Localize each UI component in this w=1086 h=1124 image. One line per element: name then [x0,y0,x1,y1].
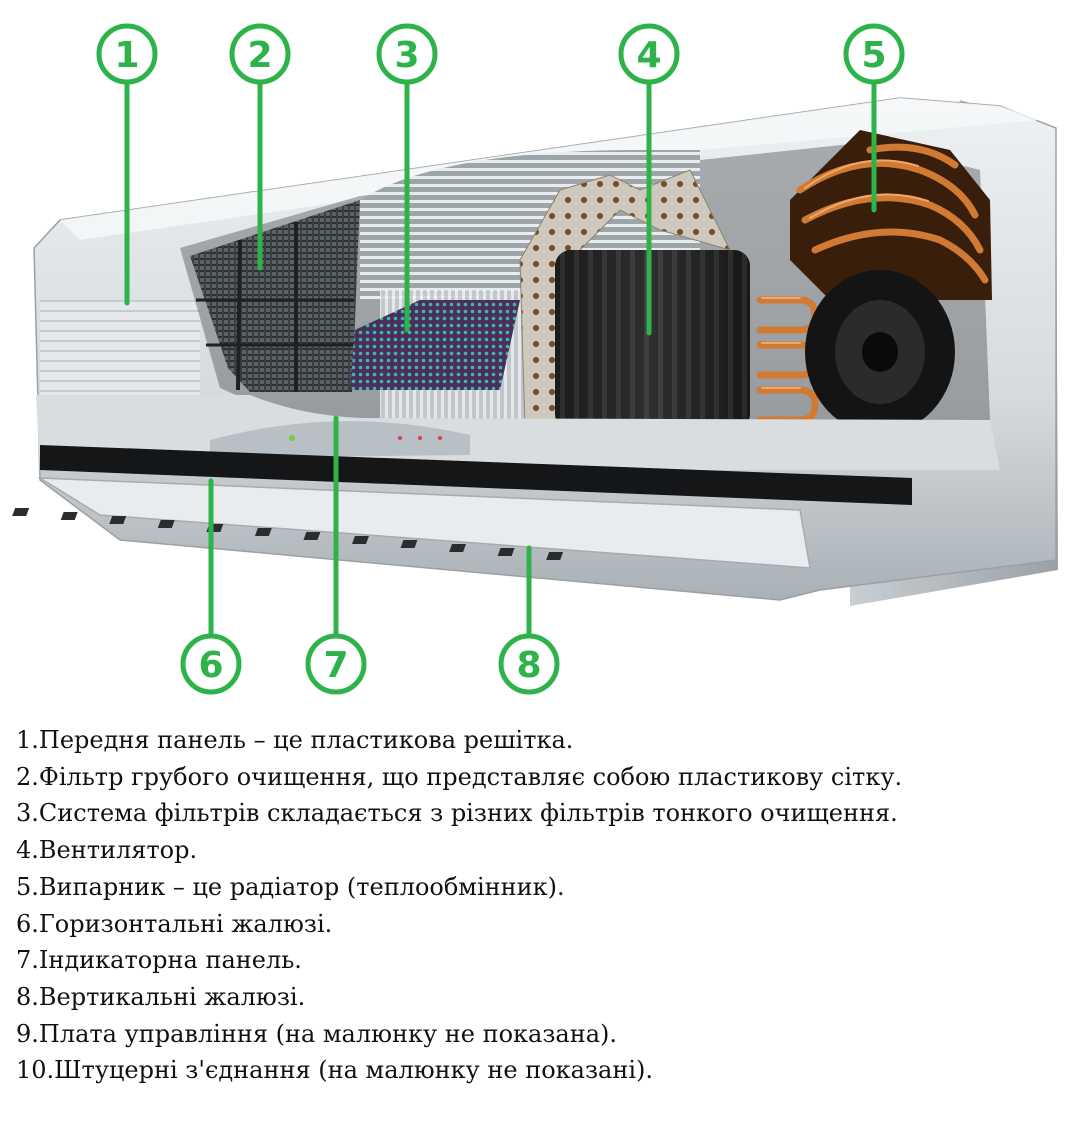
legend-item: 7.Індикаторна панель. [16,946,302,975]
callout-7-label: 7 [323,645,348,686]
legend-item: 10.Штуцерні з'єднання (на малюнку не пок… [16,1056,654,1085]
legend-item: 9.Плата управління (на малюнку не показа… [16,1019,618,1048]
callout-2: 2 [229,23,291,85]
legend-item: 1.Передня панель – це пластикова решітка… [16,726,574,754]
air-conditioner-diagram: 1 2 3 4 5 6 7 8 [12,23,1058,695]
callout-1-label: 1 [114,35,139,76]
callout-1: 1 [96,23,158,85]
legend-item: 2.Фільтр грубого очищення, що представля… [16,762,903,791]
callout-3: 3 [376,23,438,85]
callout-6: 6 [180,633,242,695]
horizontal-louver [37,477,811,569]
indicator-panel [210,421,470,458]
callout-2-label: 2 [247,35,272,76]
callout-7: 7 [305,633,367,695]
parts-legend: 1.Передня панель – це пластикова решітка… [16,722,1082,1089]
legend-item: 5.Випарник – це радіатор (теплообмінник)… [16,872,565,901]
legend-item: 8.Вертикальні жалюзі. [16,982,306,1011]
legend-item: 3.Система фільтрів складається з різних … [16,799,898,828]
callout-6-label: 6 [198,645,223,686]
callout-8: 8 [498,633,560,695]
callout-3-label: 3 [394,35,419,76]
air-outlet-stripe [40,445,912,505]
callout-lines [124,80,877,636]
callout-4-label: 4 [636,35,661,76]
callout-4: 4 [618,23,680,85]
front-panel-grille [40,300,200,400]
callout-5-label: 5 [861,35,886,76]
legend-item: 4.Вентилятор. [16,836,198,865]
callout-8-label: 8 [516,645,541,686]
callout-5: 5 [843,23,905,85]
legend-item: 6.Горизонтальні жалюзі. [16,909,333,938]
